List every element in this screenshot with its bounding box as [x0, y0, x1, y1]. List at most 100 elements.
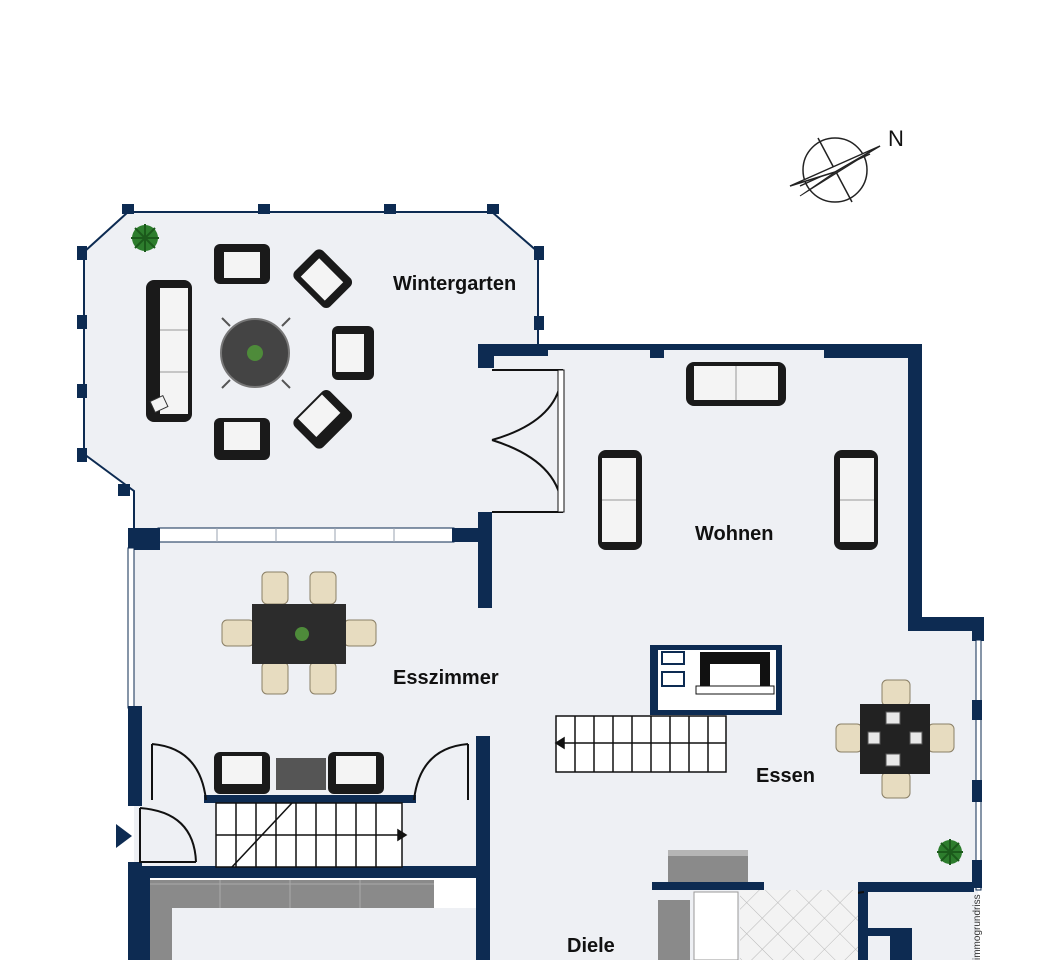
fireplace-niche: [661, 671, 685, 687]
wall-segment: [908, 344, 922, 630]
armchair: [214, 244, 270, 284]
cabinet: [658, 900, 690, 960]
watermark: immogrundriss: [972, 894, 983, 960]
counter-edge: [668, 850, 748, 856]
plant-icon: [295, 627, 309, 641]
doors: [139, 369, 865, 929]
dining-chairs: [835, 679, 955, 799]
sofa: [686, 362, 786, 406]
door-arc-right: [413, 743, 469, 801]
wall-segment: [140, 866, 476, 878]
entrance-door: [139, 807, 197, 863]
post: [972, 700, 982, 720]
compass: N: [789, 126, 904, 203]
armchair: [293, 249, 353, 309]
wall-segment: [140, 876, 150, 960]
sofa: [834, 450, 878, 550]
wintergarten-window-wall: [128, 206, 544, 347]
wall-segment: [478, 344, 548, 356]
door-arc-left: [151, 743, 207, 801]
esszimmer-furniture: [214, 571, 384, 794]
fireplace: [658, 650, 776, 710]
compass-ring: [802, 137, 868, 203]
sofa: [598, 450, 642, 550]
armchair: [293, 389, 353, 449]
room-label-essen: Essen: [756, 765, 815, 787]
post: [384, 204, 396, 214]
room-label-esszimmer: Esszimmer: [393, 667, 499, 689]
window-mullions: [216, 528, 395, 542]
wall-segment: [858, 882, 868, 960]
plant-icon: [937, 839, 963, 865]
armchair: [214, 752, 270, 794]
plant-icon: [131, 224, 159, 252]
wohnen-furniture: [598, 362, 878, 550]
left-kitchen: [150, 880, 476, 960]
wall-segment: [452, 528, 492, 542]
door-leaf: [557, 369, 565, 513]
room-labels: Wintergarten Wohnen Esszimmer Essen Diel…: [393, 273, 815, 957]
entrance-arrow-icon: [116, 824, 132, 848]
stairs-lower: [215, 802, 408, 868]
wall-segment: [204, 795, 416, 803]
wall-segment: [858, 882, 974, 892]
stair-run: [555, 715, 727, 773]
north-label: N: [888, 126, 904, 151]
stair-arrow-icon: [554, 736, 565, 750]
wall-segment: [128, 706, 142, 806]
fireplace-hearth: [695, 685, 775, 695]
wall-segment: [128, 862, 142, 960]
sideboard: [276, 758, 326, 790]
sofa-cushions: [160, 288, 188, 414]
armchair: [328, 752, 384, 794]
room-label-wohnen: Wohnen: [695, 523, 774, 545]
wall-segment: [908, 617, 984, 631]
post: [122, 204, 134, 214]
post: [118, 484, 130, 496]
wall-segment: [652, 882, 764, 890]
post: [77, 315, 87, 329]
cabinet-face: [693, 891, 739, 960]
room-label-diele: Diele: [567, 935, 615, 957]
wall-segment: [548, 344, 658, 350]
wall-segment: [478, 512, 492, 608]
counter: [150, 906, 172, 960]
post: [972, 780, 982, 802]
wall-segment: [128, 528, 160, 550]
counter: [150, 880, 434, 908]
wall-segment: [890, 930, 912, 960]
tiled-floor: [740, 890, 858, 960]
post: [77, 384, 87, 398]
window-wall: [975, 639, 982, 891]
post: [650, 344, 664, 358]
fireplace-niche: [661, 651, 685, 665]
post: [77, 246, 87, 260]
wall-segment: [860, 928, 912, 936]
wall-segment: [476, 736, 490, 960]
post: [534, 246, 544, 260]
floor: [172, 908, 476, 960]
kitchen: [658, 850, 858, 960]
room-label-wintergarten: Wintergarten: [393, 273, 516, 295]
wall-segment: [824, 344, 922, 358]
post: [258, 204, 270, 214]
wintergarten-furniture: [131, 224, 374, 460]
armchair: [214, 418, 270, 460]
armchair: [332, 326, 374, 380]
wall-segment: [664, 344, 824, 350]
wall-segment: [972, 617, 984, 641]
pillow: [149, 394, 169, 414]
stairs-upper: [554, 715, 727, 773]
window-wall: [127, 547, 135, 709]
stair-treads: [574, 716, 709, 772]
window-sill: [157, 527, 455, 543]
plant-icon: [247, 345, 263, 361]
post: [487, 204, 499, 214]
stair-arrow-icon: [397, 828, 408, 842]
post: [534, 316, 544, 330]
wintergarten-floor: [82, 210, 540, 530]
post: [77, 448, 87, 462]
post: [972, 860, 982, 888]
essen-furniture: [835, 679, 963, 865]
